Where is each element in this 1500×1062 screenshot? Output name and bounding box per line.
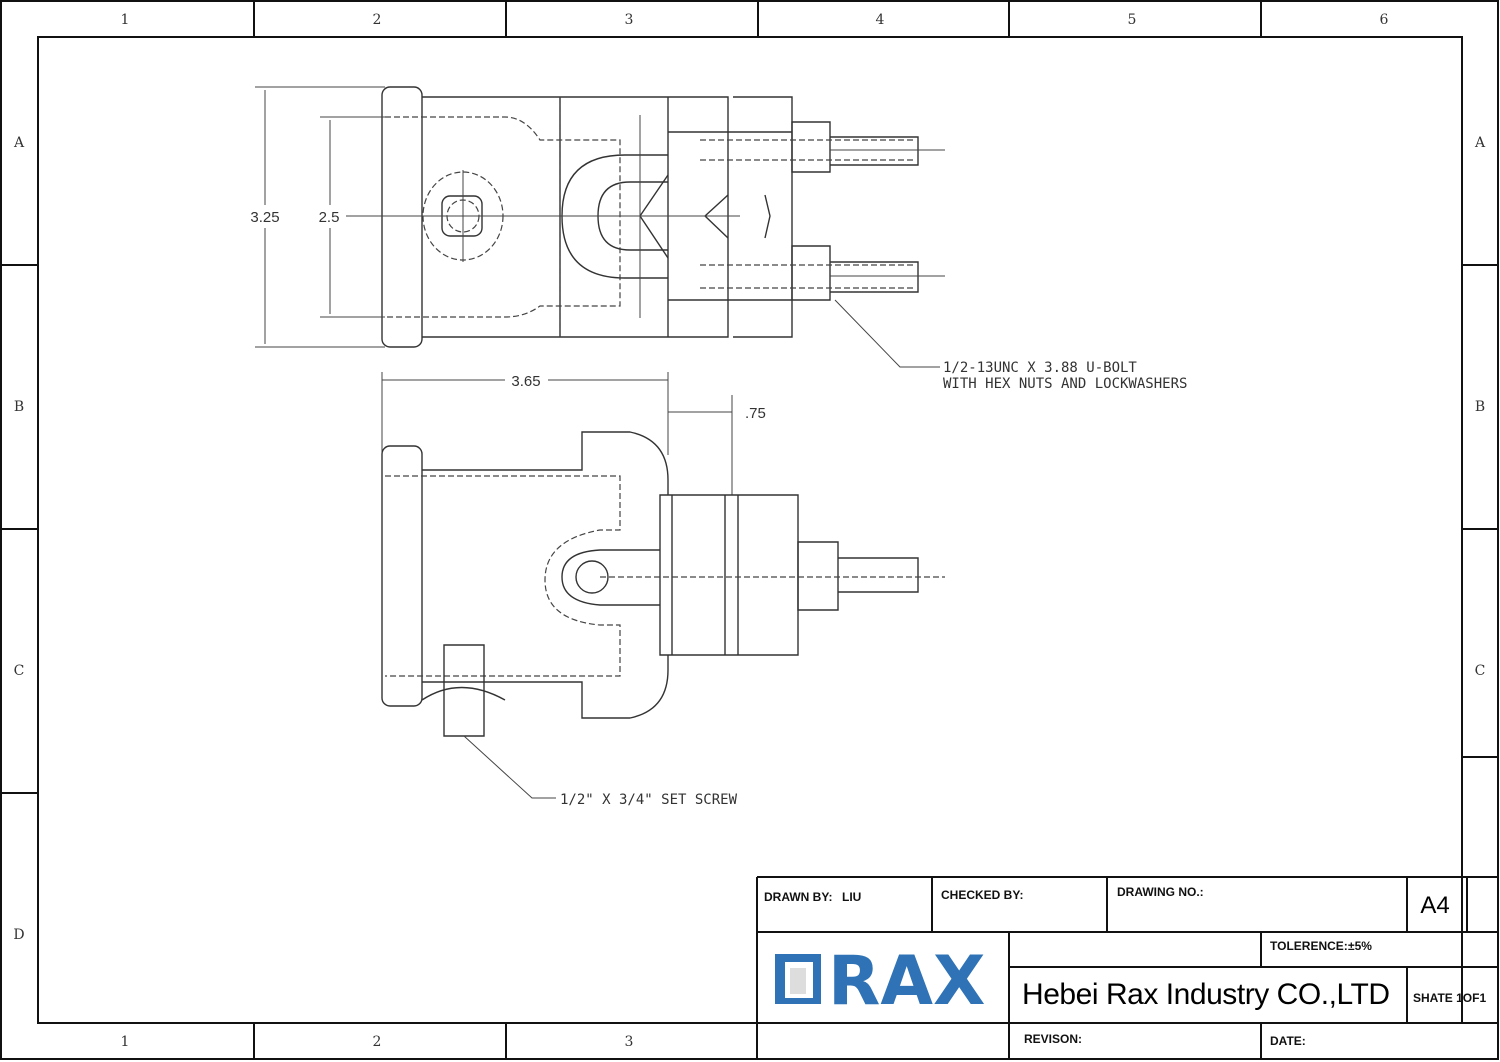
zone-col-1: 1 [121, 12, 130, 28]
dimension-inner-height: 2.5 [319, 209, 340, 226]
drawing-no-label: DRAWING NO.: [1117, 885, 1204, 899]
sheet-number: SHATE 1OF1 [1413, 991, 1486, 1005]
zone-col-1-bottom: 1 [121, 1034, 130, 1050]
zone-col-4: 4 [876, 12, 885, 28]
ubolt-note-line2: WITH HEX NUTS AND LOCKWASHERS [943, 376, 1187, 392]
tolerance-value: ±5% [1348, 939, 1372, 953]
revision-label: REVISON: [1024, 1032, 1082, 1046]
title-block-lines [756, 876, 1497, 1059]
zone-col-5: 5 [1128, 12, 1137, 28]
inner-frame [37, 36, 1463, 1024]
ubolt-note-line1: 1/2-13UNC X 3.88 U-BOLT [943, 360, 1137, 376]
drawn-by-value: LIU [842, 890, 861, 904]
zone-row-c: C [14, 663, 25, 679]
zone-row-a: A [13, 135, 25, 151]
zone-row-b-right: B [1475, 399, 1485, 415]
dimension-offset: .75 [745, 405, 766, 422]
dimension-length: 3.65 [511, 373, 540, 390]
sheet-size: A4 [1420, 892, 1449, 919]
drawn-by-label: DRAWN BY: [764, 890, 832, 904]
zone-col-3-bottom: 3 [625, 1034, 634, 1050]
side-view [381, 372, 945, 799]
zone-row-d: D [13, 927, 24, 943]
dimension-overall-height: 3.25 [250, 209, 279, 226]
zone-row-a-right: A [1474, 135, 1486, 151]
logo-text: RAX [828, 942, 985, 1021]
checked-by-label: CHECKED BY: [941, 888, 1023, 902]
zone-col-3: 3 [625, 12, 634, 28]
set-screw-note: 1/2" X 3/4" SET SCREW [560, 792, 738, 808]
tolerance-label: TOLERENCE: [1270, 939, 1348, 953]
zone-col-2: 2 [373, 12, 382, 28]
company-name: Hebei Rax Industry CO.,LTD [1022, 978, 1390, 1011]
zone-row-c-right: C [1475, 663, 1486, 679]
rax-logo-icon: RAX [775, 942, 985, 1021]
zone-col-6: 6 [1380, 12, 1389, 28]
zone-col-2-bottom: 2 [373, 1034, 382, 1050]
zone-row-b: B [14, 399, 24, 415]
date-label: DATE: [1270, 1034, 1306, 1048]
top-view [255, 86, 945, 368]
